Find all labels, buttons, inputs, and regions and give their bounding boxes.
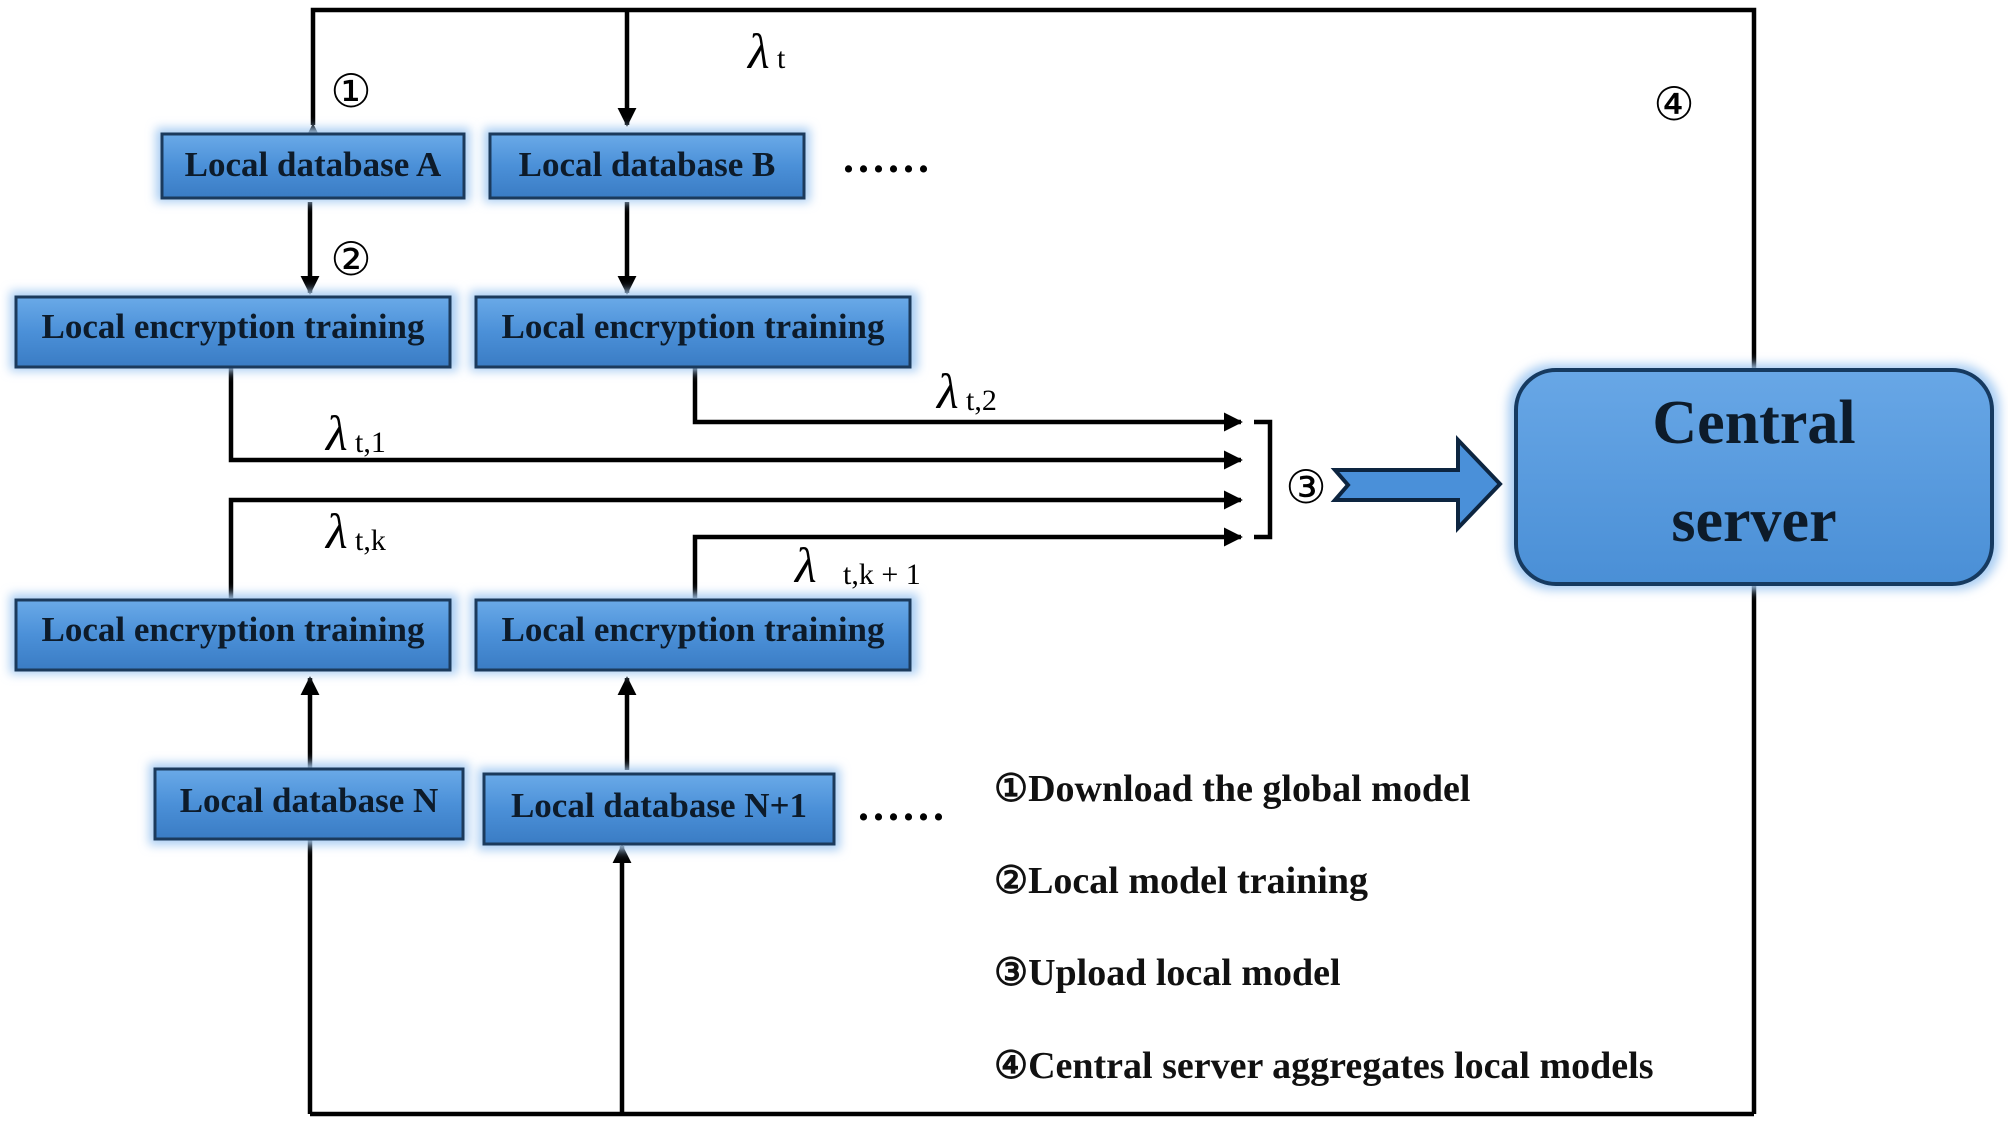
box-train-k: Local encryption training (10, 594, 458, 674)
server-line-1: Central (1652, 389, 1855, 457)
step-marker-2: ② (330, 232, 371, 286)
box-connectors (300, 202, 637, 770)
box-local-database-a: Local database A (156, 128, 470, 202)
legend-item-2: ②Local model training (994, 860, 1368, 902)
lambda-t1-sub: t,1 (355, 426, 386, 459)
db-n-label: Local database N (180, 781, 439, 820)
global-loop-lines (300, 7, 1757, 1117)
lambda-t2-sub: t,2 (966, 384, 997, 417)
box-train-2: Local encryption training (470, 291, 918, 371)
lambda-symbol: λ (793, 537, 817, 593)
legend-item-1: ①Download the global model (994, 768, 1470, 810)
ellipsis-top: ...... (843, 133, 933, 182)
upload-lines (228, 368, 1273, 598)
db-a-label: Local database A (185, 145, 442, 184)
step-marker-3: ③ (1285, 460, 1326, 514)
lambda-symbol: λ (746, 23, 770, 79)
lambda-symbol: λ (324, 503, 348, 559)
lambda-tk1: λ t,k + 1 (793, 537, 921, 593)
step-marker-1: ① (330, 64, 371, 118)
box-train-k1: Local encryption training (470, 594, 918, 674)
box-local-database-b: Local database B (484, 128, 810, 202)
train-1-label: Local encryption training (41, 307, 425, 346)
legend-item-3: ③Upload local model (994, 952, 1341, 994)
lambda-t: λ t (746, 23, 786, 79)
legend-item-4: ④Central server aggregates local models (994, 1045, 1654, 1087)
legend: ①Download the global model ②Local model … (994, 768, 1654, 1087)
lambda-tk1-sub: t,k + 1 (843, 558, 921, 591)
db-n1-label: Local database N+1 (511, 786, 807, 825)
step-marker-4: ④ (1653, 77, 1694, 131)
lambda-t-sub: t (777, 42, 786, 75)
upload-block-arrow (1330, 435, 1503, 533)
server-line-2: server (1671, 487, 1836, 555)
lambda-tk: λ t,k (324, 503, 386, 559)
train-2-label: Local encryption training (501, 307, 885, 346)
lambda-t2: λ t,2 (935, 363, 997, 419)
train-k-label: Local encryption training (41, 610, 425, 649)
db-b-label: Local database B (519, 145, 776, 184)
central-server: Central server (1508, 364, 2000, 590)
box-local-database-n1: Local database N+1 (478, 768, 840, 850)
lambda-symbol: λ (324, 405, 348, 461)
lambda-t1: λ t,1 (324, 405, 386, 461)
ellipsis-bottom: ...... (858, 781, 948, 830)
train-k1-label: Local encryption training (501, 610, 885, 649)
lambda-symbol: λ (935, 363, 959, 419)
box-local-database-n: Local database N (149, 763, 469, 845)
upload-bracket (1254, 419, 1273, 540)
box-train-1: Local encryption training (10, 291, 458, 371)
lambda-tk-sub: t,k (355, 524, 386, 557)
